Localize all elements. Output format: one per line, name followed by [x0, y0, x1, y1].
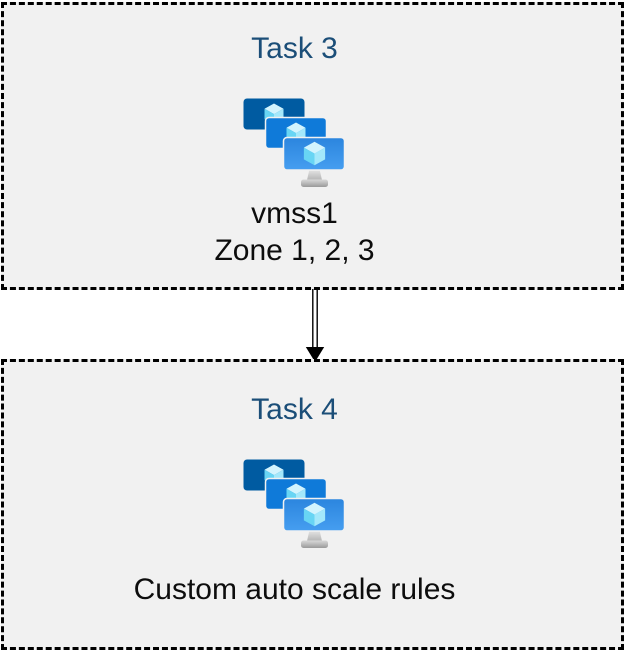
- task4-title: Task 4: [251, 393, 338, 426]
- vm-scale-sets-icon: [242, 457, 347, 550]
- task4-box: Task 4: [1, 359, 624, 650]
- autoscale-rules-label: Custom auto scale rules: [133, 573, 456, 606]
- task3-title: Task 3: [251, 32, 338, 65]
- zones-label: Zone 1, 2, 3: [214, 234, 375, 267]
- vmss-name-label: vmss1: [251, 197, 338, 230]
- task4-caption: Custom auto scale rules: [134, 571, 456, 608]
- flow-arrow-down-icon: [305, 289, 325, 362]
- task3-box: Task 3: [1, 2, 624, 290]
- task3-caption: vmss1 Zone 1, 2, 3: [214, 195, 374, 269]
- vm-scale-sets-icon: [242, 96, 347, 189]
